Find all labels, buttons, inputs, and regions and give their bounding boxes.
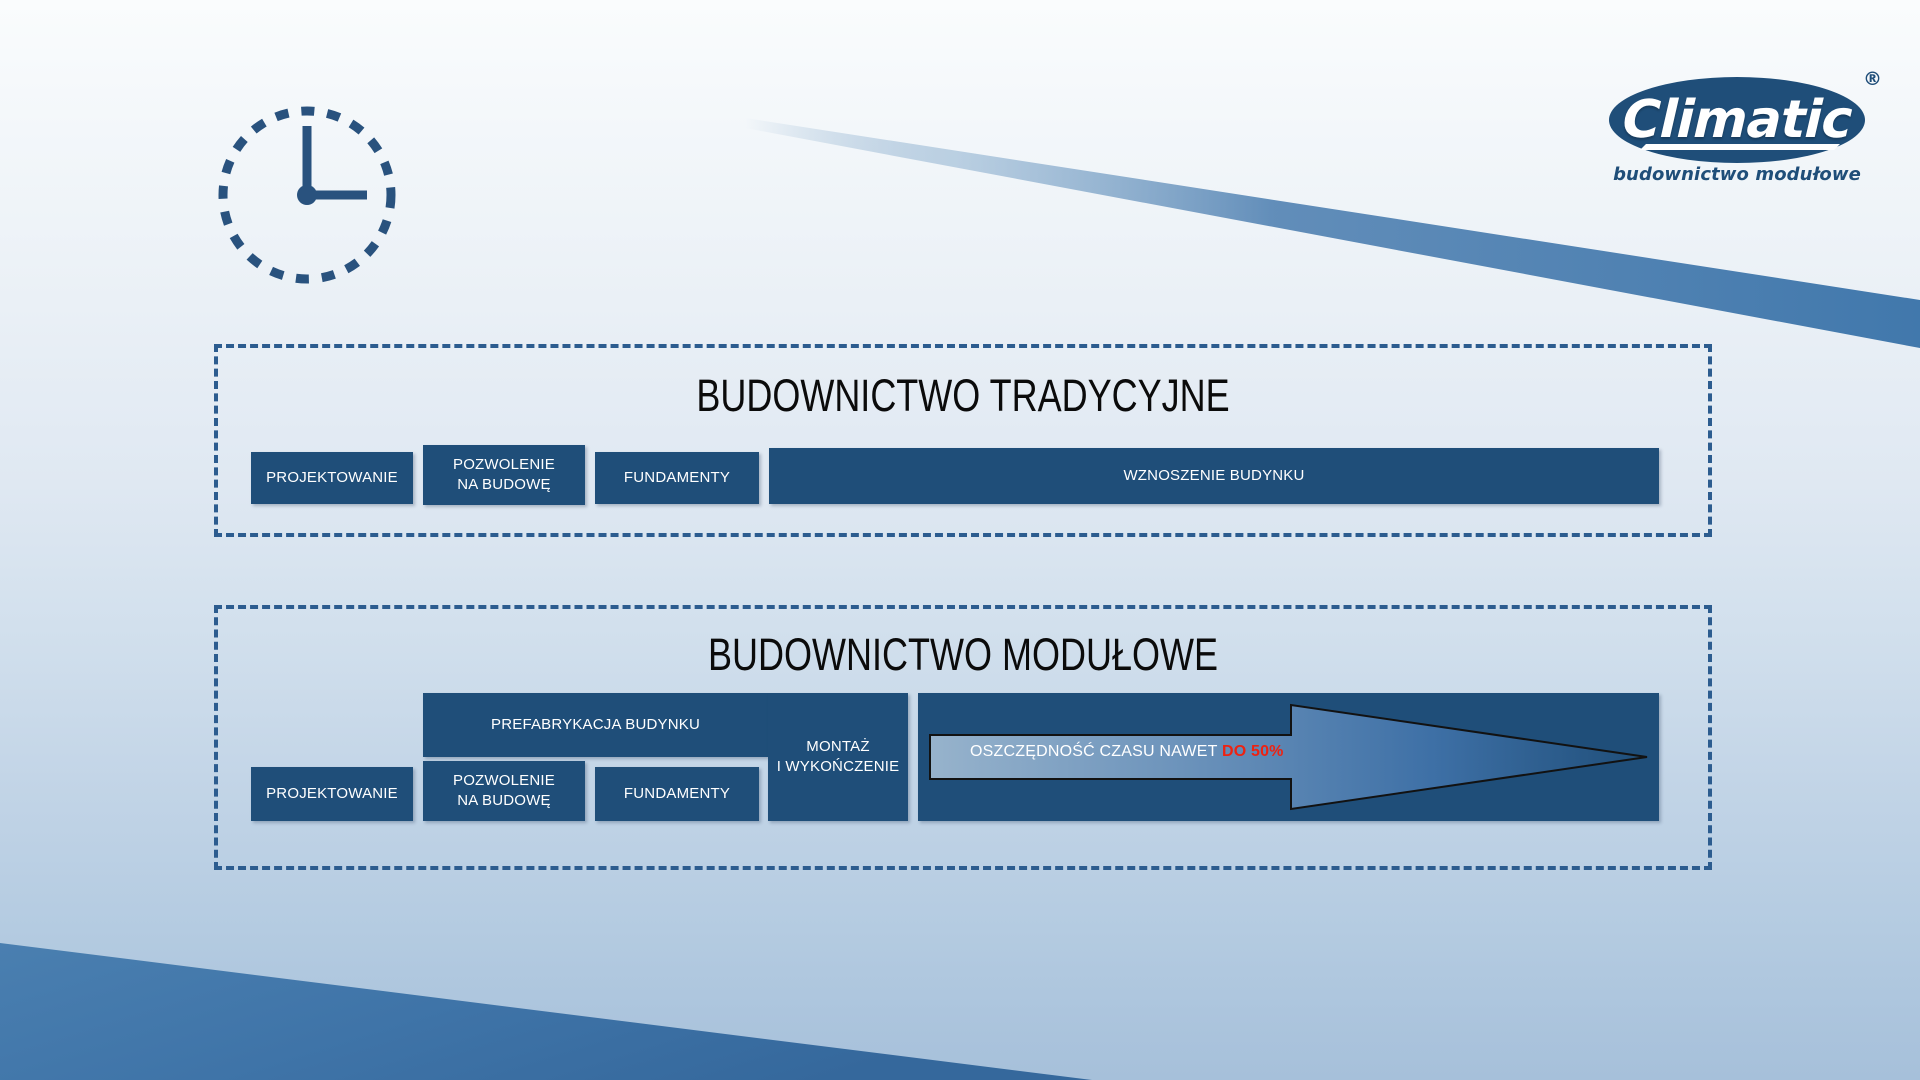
brand-logo: Climatic ® budownictwo modułowe — [1608, 66, 1882, 206]
section-traditional: BUDOWNICTWO TRADYCYJNE PROJEKTOWANIE POZ… — [214, 344, 1712, 537]
phase-label-line1: POZWOLENIE — [452, 455, 555, 473]
phase-label-line2: NA BUDOWĘ — [457, 792, 551, 809]
registered-trademark-icon: ® — [1863, 68, 1882, 90]
logo-ellipse-shape — [1609, 77, 1865, 163]
phase-label-line1: MONTAŻ — [806, 737, 870, 755]
savings-text: OSZCZĘDNOŚĆ CZASU NAWET — [970, 743, 1222, 760]
phase-box-prefabrykacja-modular[interactable]: PREFABRYKACJA BUDYNKU — [423, 693, 768, 757]
phase-label-line1: POZWOLENIE — [452, 771, 555, 789]
diagonal-triangle-bottom — [0, 943, 1092, 1080]
phase-label-line2: NA BUDOWĘ — [457, 476, 551, 493]
phase-label: FUNDAMENTY — [623, 468, 731, 486]
phase-box-projektowanie-modular[interactable]: PROJEKTOWANIE — [251, 767, 413, 821]
logo-wordmark: Climatic — [1621, 90, 1853, 150]
savings-callout-text: OSZCZĘDNOŚĆ CZASU NAWET DO 50% — [970, 743, 1284, 761]
phase-box-fundamenty-traditional[interactable]: FUNDAMENTY — [595, 452, 759, 504]
phase-box-projektowanie-traditional[interactable]: PROJEKTOWANIE — [251, 452, 413, 504]
phase-label-line2: I WYKOŃCZENIE — [776, 758, 900, 775]
phase-box-pozwolenie-modular[interactable]: POZWOLENIE NA BUDOWĘ — [423, 761, 585, 821]
section-modular: BUDOWNICTWO MODUŁOWE PREFABRYKACJA BUDYN… — [214, 605, 1712, 870]
section-title-traditional: BUDOWNICTWO TRADYCYJNE — [696, 370, 1230, 421]
phase-label: PROJEKTOWANIE — [266, 468, 398, 486]
logo-tagline: budownictwo modułowe — [1613, 164, 1861, 185]
phase-box-montaz-modular[interactable]: MONTAŻ I WYKOŃCZENIE — [768, 693, 908, 821]
right-arrow-icon: OSZCZĘDNOŚĆ CZASU NAWET DO 50% — [918, 693, 1659, 821]
phase-label: PROJEKTOWANIE — [266, 784, 398, 802]
savings-highlight: DO 50% — [1221, 743, 1284, 760]
phase-label: PREFABRYKACJA BUDYNKU — [491, 715, 700, 733]
phase-box-fundamenty-modular[interactable]: FUNDAMENTY — [595, 767, 759, 821]
clock-icon — [218, 106, 396, 284]
phase-label: WZNOSZENIE BUDYNKU — [1123, 466, 1305, 484]
section-title-modular: BUDOWNICTWO MODUŁOWE — [708, 629, 1218, 680]
phase-box-wznoszenie-traditional[interactable]: WZNOSZENIE BUDYNKU — [769, 448, 1659, 504]
phase-box-pozwolenie-traditional[interactable]: POZWOLENIE NA BUDOWĘ — [423, 445, 585, 505]
phase-label: FUNDAMENTY — [623, 784, 731, 802]
